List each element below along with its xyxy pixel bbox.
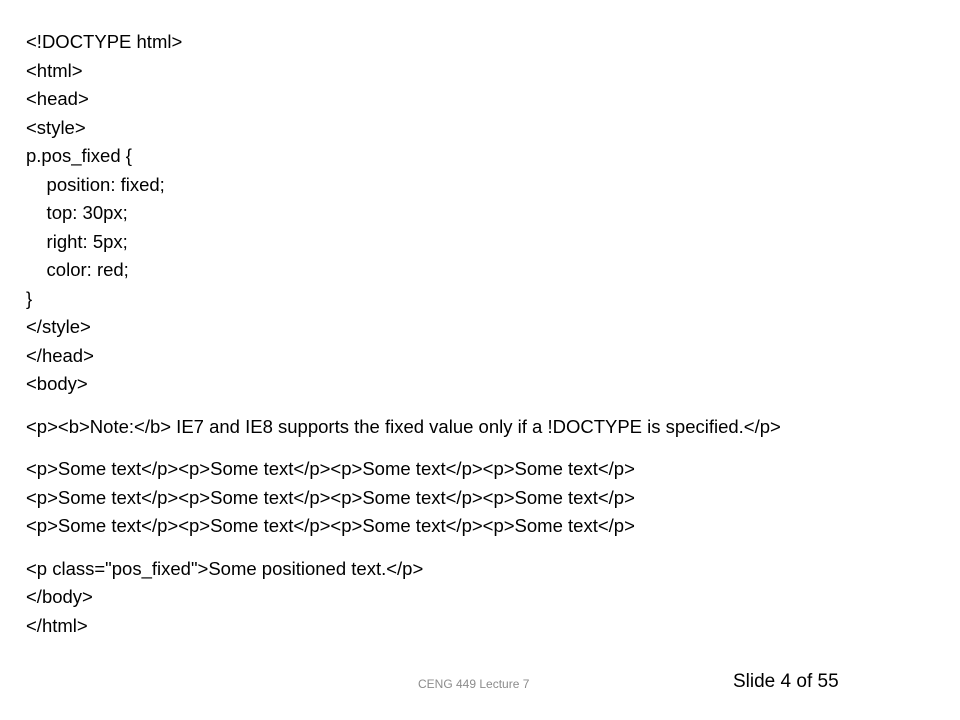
code-line: <p class="pos_fixed">Some positioned tex… — [26, 557, 424, 579]
footer-course-label: CENG 449 Lecture 7 — [418, 677, 530, 691]
code-line: </html> — [26, 614, 88, 636]
code-line: <body> — [26, 373, 88, 394]
code-line: <style> — [26, 116, 86, 138]
code-line: color: red; — [26, 259, 129, 280]
code-line: <!DOCTYPE html> — [26, 31, 183, 52]
code-line: </style> — [26, 316, 91, 337]
code-line: <head> — [26, 88, 89, 109]
code-line: <p><b>Note:</b> IE7 and IE8 supports the… — [26, 415, 781, 437]
code-line: <html> — [26, 59, 83, 81]
code-line: <p>Some text</p><p>Some text</p><p>Some … — [26, 515, 635, 536]
slide-number: Slide 4 of 55 — [733, 671, 839, 692]
code-line: </head> — [26, 344, 94, 366]
code-listing: <!DOCTYPE html> <html> <head> <style> p.… — [26, 28, 781, 640]
blank-line — [26, 541, 781, 555]
blank-line — [26, 399, 781, 413]
code-line: top: 30px; — [26, 202, 128, 223]
code-line: right: 5px; — [26, 230, 128, 252]
code-line: </body> — [26, 586, 93, 607]
code-line: p.pos_fixed { — [26, 145, 132, 166]
code-line: } — [26, 287, 33, 309]
code-line: <p>Some text</p><p>Some text</p><p>Some … — [26, 458, 635, 479]
code-line: position: fixed; — [26, 173, 165, 195]
code-line: <p>Some text</p><p>Some text</p><p>Some … — [26, 486, 635, 508]
blank-line — [26, 441, 781, 455]
